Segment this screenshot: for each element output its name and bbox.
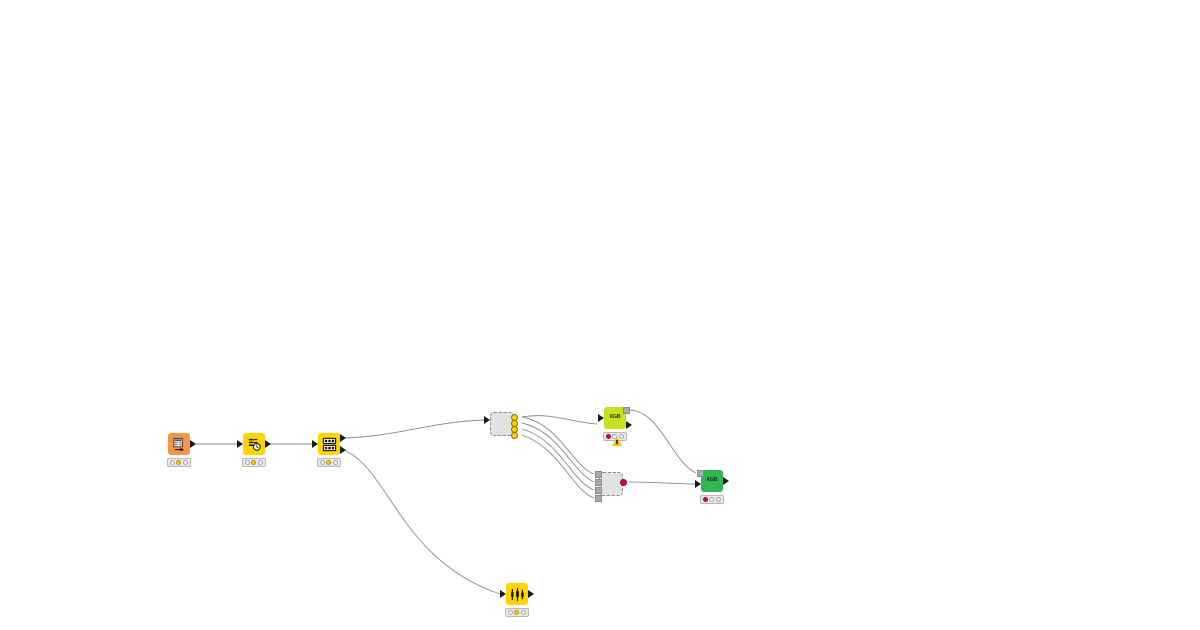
excel-reader-node-output-port-1[interactable] — [190, 439, 196, 448]
excel-reader-node-status-lamp-2 — [176, 460, 182, 465]
edge-meta1-out1-to-meta2[interactable] — [521, 416, 595, 475]
value-lookup-node-output-port-1[interactable] — [265, 439, 271, 448]
statistics-node-input-port-1[interactable] — [500, 589, 506, 598]
excel-reader-node-status-lamp-3 — [183, 460, 189, 465]
xgboost-predictor-node-label: XGB — [706, 477, 718, 484]
value-lookup-node-input-port-1[interactable] — [237, 439, 243, 448]
metanode-scoring-input-port-2[interactable] — [595, 478, 602, 486]
partitioning-node-status-lamp-1 — [319, 460, 325, 465]
edge-meta1-out3-to-meta2[interactable] — [521, 428, 595, 491]
statistics-node-status-lamp-1 — [507, 610, 513, 615]
partitioning-node-input-port-1[interactable] — [312, 439, 318, 448]
xgboost-learner-node-status-lamp-1 — [605, 434, 611, 439]
value-lookup-icon — [247, 437, 262, 452]
xgboost-predictor-node-status-lamp-2 — [709, 497, 715, 502]
metanode-scoring-input-port-4[interactable] — [595, 494, 602, 502]
xgboost-predictor-node-status-bar — [700, 495, 724, 504]
value-lookup-node-status-lamp-1 — [244, 460, 250, 465]
partitioning-node-body[interactable] — [318, 433, 340, 455]
metanode-scoring-input-port-1[interactable] — [595, 470, 602, 478]
xgboost-predictor-node-output-port-1[interactable] — [723, 476, 729, 485]
edge-partition-to-metanode[interactable] — [343, 419, 485, 439]
metanode-training-prep-body[interactable] — [490, 412, 514, 436]
excel-reader-icon — [172, 437, 187, 452]
metanode-scoring-output-port-1[interactable] — [620, 478, 627, 486]
xgboost-predictor-node-input-port-2[interactable] — [695, 479, 701, 488]
edge-meta1-out2-to-meta2[interactable] — [521, 422, 595, 483]
excel-reader-node-status-bar — [167, 458, 191, 467]
metanode-scoring-input-port-3[interactable] — [595, 486, 602, 494]
value-lookup-node-status-lamp-3 — [258, 460, 264, 465]
partitioning-node-output-port-2[interactable] — [340, 445, 346, 454]
metanode-training-prep-output-port-4[interactable] — [511, 431, 518, 439]
edge-meta1-out4-to-meta2[interactable] — [521, 434, 595, 499]
partitioning-node-status-bar — [317, 458, 341, 467]
xgboost-learner-node-output-port-1[interactable] — [623, 406, 630, 414]
partitioning-node-output-port-1[interactable] — [340, 433, 346, 442]
xgboost-predictor-node-status-lamp-1 — [702, 497, 708, 502]
value-lookup-node-status-bar — [242, 458, 266, 467]
value-lookup-node-status-lamp-2 — [251, 460, 257, 465]
edge-meta1-out1-to-xgb[interactable] — [521, 415, 598, 425]
statistics-node-output-port-1[interactable] — [528, 589, 534, 598]
xgboost-learner-node-status-bar — [603, 432, 627, 441]
statistics-node-body[interactable] — [506, 583, 528, 605]
excel-reader-node-body[interactable] — [168, 433, 190, 455]
xgboost-learner-node-status-lamp-3 — [619, 434, 625, 439]
edge-xgb-learner-to-predictor[interactable] — [628, 409, 697, 474]
xgboost-learner-node-warning-icon[interactable] — [611, 437, 622, 446]
edge-partition-to-stats[interactable] — [343, 449, 501, 595]
excel-reader-node-status-lamp-1 — [169, 460, 175, 465]
edge-meta2-to-predictor[interactable] — [628, 481, 696, 485]
partitioning-node-status-lamp-3 — [333, 460, 339, 465]
xgboost-predictor-node-body[interactable]: XGB — [701, 470, 723, 492]
xgboost-predictor-node-input-port-1[interactable] — [697, 469, 704, 477]
xgboost-learner-node-body[interactable]: XGB — [604, 407, 626, 429]
value-lookup-node-body[interactable] — [243, 433, 265, 455]
statistics-node-status-bar — [505, 608, 529, 617]
statistics-boxplot-icon — [510, 587, 525, 602]
table-partition-icon — [322, 437, 337, 452]
xgboost-predictor-node-status-lamp-3 — [716, 497, 722, 502]
statistics-node-status-lamp-2 — [514, 610, 520, 615]
metanode-training-prep-input-port-1[interactable] — [484, 415, 490, 424]
statistics-node-status-lamp-3 — [521, 610, 527, 615]
xgboost-learner-node-output-port-2[interactable] — [626, 420, 632, 429]
xgboost-learner-node-label: XGB — [609, 414, 621, 421]
partitioning-node-status-lamp-2 — [326, 460, 332, 465]
xgboost-learner-node-input-port-1[interactable] — [598, 413, 604, 422]
